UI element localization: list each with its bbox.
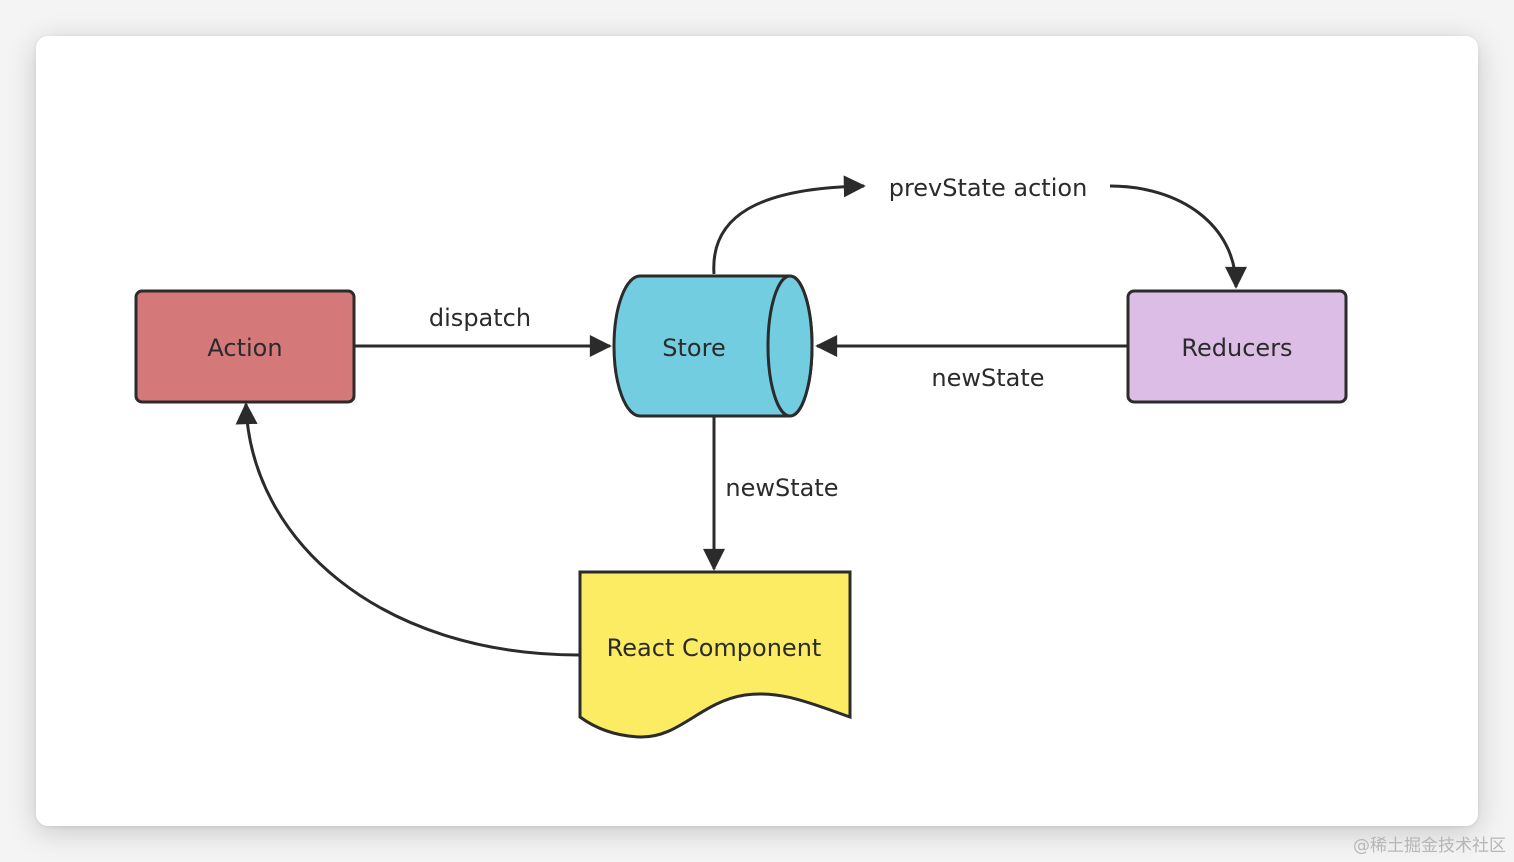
node-react-component-label: React Component xyxy=(607,634,822,662)
edge-label-newstate-component: newState xyxy=(725,474,838,502)
edge-component-to-action xyxy=(235,402,580,657)
node-store-label: Store xyxy=(662,334,725,362)
edge-label-prevstate-action: prevState action xyxy=(889,174,1088,202)
edge-label-newstate-reducers: newState xyxy=(931,364,1044,392)
node-react-component: React Component xyxy=(578,570,852,739)
node-reducers-label: Reducers xyxy=(1181,334,1292,362)
edge-label-dispatch: dispatch xyxy=(429,304,531,332)
edge-prevstate-to-reducers xyxy=(1109,184,1247,289)
node-reducers: Reducers xyxy=(1126,289,1348,404)
edge-prevstate-to-label xyxy=(712,175,866,275)
watermark: @稀土掘金技术社区 xyxy=(1353,836,1506,856)
node-action-label: Action xyxy=(207,334,282,362)
node-action: Action xyxy=(134,289,356,404)
node-store: Store xyxy=(612,274,814,418)
